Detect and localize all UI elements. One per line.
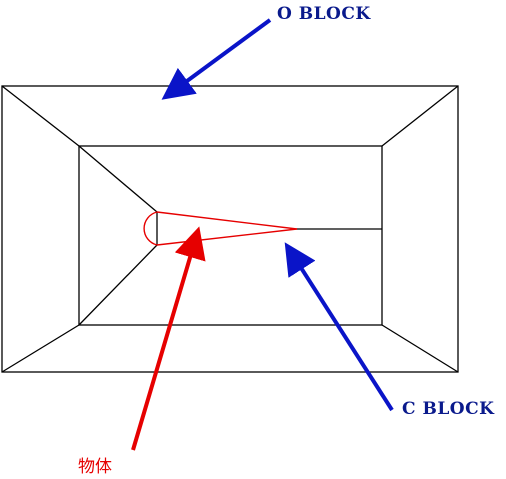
corner-line-top-right	[381, 85, 459, 147]
c-block-label: C BLOCK	[402, 399, 495, 419]
o-block-label: O BLOCK	[277, 4, 371, 24]
c-block-arrow	[284, 242, 394, 412]
outer-block-frame	[1, 85, 459, 373]
o-block-arrow	[161, 18, 272, 100]
object-arrow	[131, 226, 206, 451]
tunnel-line-top	[78, 145, 158, 213]
object-cone-edge-top	[156, 211, 298, 230]
object-label: 物体	[78, 457, 112, 477]
inner-block-frame	[78, 145, 383, 326]
corner-line-bottom-left	[1, 324, 80, 373]
object-cone-edge-bottom	[156, 228, 298, 246]
object-cone-arc	[143, 211, 158, 246]
corner-line-bottom-right	[381, 324, 459, 373]
tunnel-line-bottom	[78, 244, 158, 326]
corner-line-top-left	[1, 85, 80, 147]
